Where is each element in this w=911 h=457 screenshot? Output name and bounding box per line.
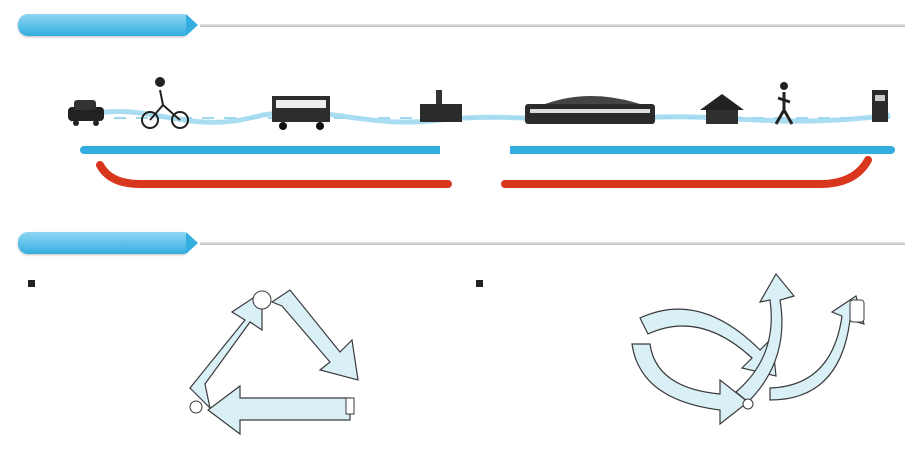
red-bar-left (96, 161, 452, 188)
swirl-arrow-left (631, 343, 749, 426)
node-center (742, 398, 754, 410)
section-rule (200, 24, 905, 27)
truck-icon (272, 96, 330, 130)
swirl-arrow-top (639, 308, 777, 377)
train-icon (525, 96, 655, 124)
wave-line (69, 109, 891, 125)
house-icon (700, 94, 744, 124)
car-icon (68, 100, 104, 126)
bullet-square (476, 280, 483, 287)
section-tab-journey (18, 14, 198, 36)
right-cycle-diagram (631, 272, 865, 426)
left-cycle-diagram (189, 289, 359, 436)
node-top (252, 290, 272, 310)
node-top-right (849, 299, 865, 323)
swirl-arrow-mid (735, 272, 796, 403)
section-tab-daily (18, 232, 198, 254)
node-right (345, 397, 355, 415)
farm-shop-icon (420, 90, 462, 122)
bullet-square (28, 280, 35, 287)
arrow-right-down (270, 289, 359, 381)
gas-pump-icon (872, 90, 888, 122)
arrow-bottom-left (207, 384, 351, 436)
cyclist-icon (141, 77, 189, 129)
walker-icon (774, 82, 794, 125)
node-left (189, 400, 203, 414)
section-rule (200, 242, 905, 245)
arrow-left-up (189, 290, 263, 410)
red-bar-right (501, 156, 872, 188)
bar-label-bg (440, 140, 510, 160)
